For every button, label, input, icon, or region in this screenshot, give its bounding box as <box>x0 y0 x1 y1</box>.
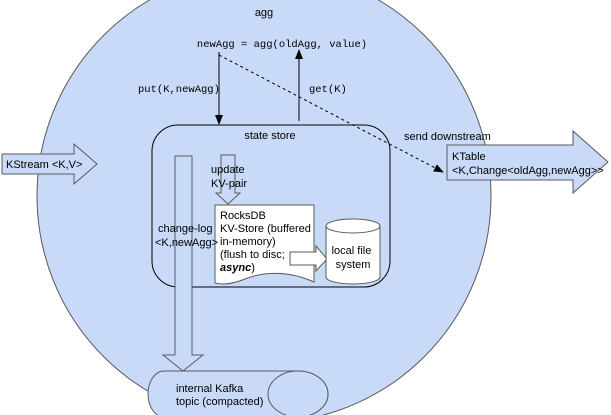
kafka-topic-label: internal Kafka topic (compacted) <box>176 383 263 408</box>
rocksdb-line3: in-memory) <box>220 236 276 248</box>
state-store-label: state store <box>244 130 295 142</box>
kstream-arrow <box>1 142 98 186</box>
send-downstream-arrow <box>218 54 444 173</box>
local-fs-line2: system <box>336 259 371 271</box>
send-downstream-label: send downstream <box>404 131 491 143</box>
rocksdb-line2: KV-Store (buffered <box>220 223 311 235</box>
ktable-arrow <box>446 129 609 195</box>
rocksdb-line1: RocksDB <box>220 210 266 222</box>
kafka-topic-cylinder <box>147 370 329 415</box>
get-label: get(K) <box>309 84 347 96</box>
kstream-label: KStream <K,V> <box>6 159 82 171</box>
formula-label: newAgg = agg(oldAgg, value) <box>197 39 367 51</box>
update-line2: KV-pair <box>211 178 247 190</box>
local-fs-line1: local file <box>332 245 372 257</box>
ktable-line2: <K,Change<oldAgg,newAgg>> <box>452 165 604 177</box>
changelog-line2: <K,newAgg> <box>155 237 218 249</box>
local-fs-cylinder <box>325 218 381 285</box>
update-arrow <box>214 154 242 205</box>
put-label: put(K,newAgg) <box>138 84 220 96</box>
rocksdb-line5-suffix: ) <box>251 262 255 274</box>
rocksdb-label: RocksDB KV-Store (buffered in-memory) (f… <box>220 210 314 274</box>
update-line1: update <box>211 164 245 176</box>
rocksdb-line4: (flush to disc; <box>220 249 285 261</box>
changelog-arrow <box>161 155 205 372</box>
flush-arrow <box>289 244 328 273</box>
changelog-label: change-log <K,newAgg> <box>155 223 218 249</box>
rocksdb-box <box>214 204 315 285</box>
kafka-topic-line1: internal Kafka <box>176 383 244 395</box>
update-label: update KV-pair <box>211 164 248 190</box>
ktable-line1: KTable <box>452 151 486 163</box>
local-fs-label: local file system <box>332 245 375 271</box>
agg-title: agg <box>255 7 273 19</box>
changelog-line1: change-log <box>158 223 212 235</box>
kafka-topic-line2: topic (compacted) <box>176 396 263 408</box>
rocksdb-line5: async <box>220 262 251 274</box>
ktable-label: KTable <K,Change<oldAgg,newAgg>> <box>452 151 604 177</box>
